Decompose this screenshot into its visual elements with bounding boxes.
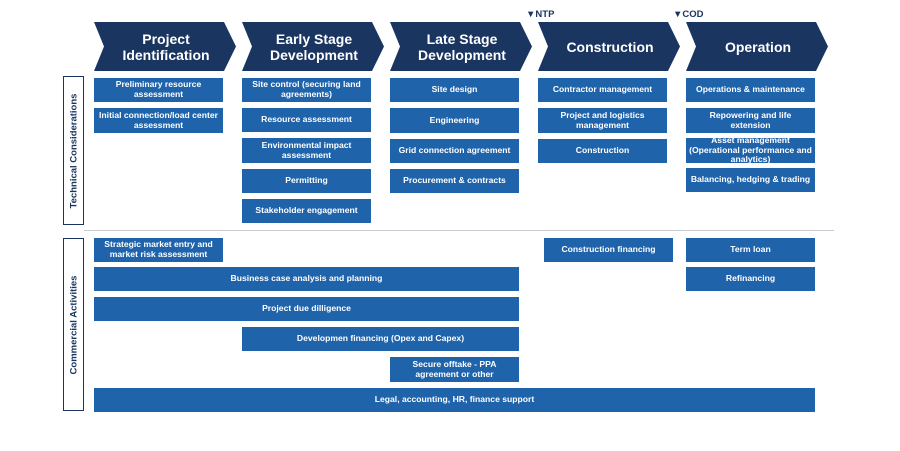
phase-label: Operation [724,38,792,55]
chevron-shape [538,22,680,71]
technical-section-label: Technical Considerations [63,76,84,225]
task-box: Initial connection/load center assessmen… [94,108,223,133]
technical-section-text: Technical Considerations [68,93,79,208]
task-box: Environmental impact assessment [242,138,371,163]
commercial-box: Legal, accounting, HR, finance support [94,388,815,412]
task-box: Permitting [242,169,371,193]
commercial-box: Strategic market entry and market risk a… [94,238,223,262]
commercial-box: Term loan [686,238,815,262]
commercial-section-text: Commercial Activities [68,275,79,374]
task-box: Repowering and life extension [686,108,815,133]
phase-project-identification: Project Identification [94,22,236,71]
task-box: Procurement & contracts [390,169,519,193]
task-box: Balancing, hedging & trading [686,168,815,192]
task-box: Site control (securing land agreements) [242,78,371,102]
commercial-box: Secure offtake - PPA agreement or other [390,357,519,382]
task-box: Preliminary resource assessment [94,78,223,102]
phase-label: Project Identification [122,30,210,63]
chevron-shape [686,22,828,71]
commercial-box: Construction financing [544,238,673,262]
task-box: Grid connection agreement [390,139,519,163]
commercial-box: Project due dilligence [94,297,519,321]
task-box: Resource assessment [242,108,371,132]
phase-construction: Construction [538,22,680,71]
chevron-shape [390,22,532,71]
ntp-milestone: ▼NTP [526,9,555,20]
task-box: Construction [538,139,667,163]
task-box: Stakeholder engagement [242,199,371,223]
commercial-box: Refinancing [686,267,815,291]
phase-label: Late Stage Development [418,30,506,63]
phase-operation: Operation [686,22,828,71]
task-box: Site design [390,78,519,102]
phase-label: Construction [566,38,654,55]
commercial-box: Business case analysis and planning [94,267,519,291]
cod-milestone: ▼COD [673,9,704,20]
task-box: Project and logistics management [538,108,667,133]
task-box: Contractor management [538,78,667,102]
commercial-box: Developmen financing (Opex and Capex) [242,327,519,351]
section-divider [84,230,834,231]
phase-label: Early Stage Development [270,30,358,63]
chevron-shape [242,22,384,71]
task-box: Engineering [390,108,519,133]
commercial-section-label: Commercial Activities [63,238,84,411]
task-box: Asset management (Operational performanc… [686,138,815,163]
phase-early-stage-development: Early Stage Development [242,22,384,71]
phase-late-stage-development: Late Stage Development [390,22,532,71]
chevron-shape [94,22,236,71]
task-box: Operations & maintenance [686,78,815,102]
